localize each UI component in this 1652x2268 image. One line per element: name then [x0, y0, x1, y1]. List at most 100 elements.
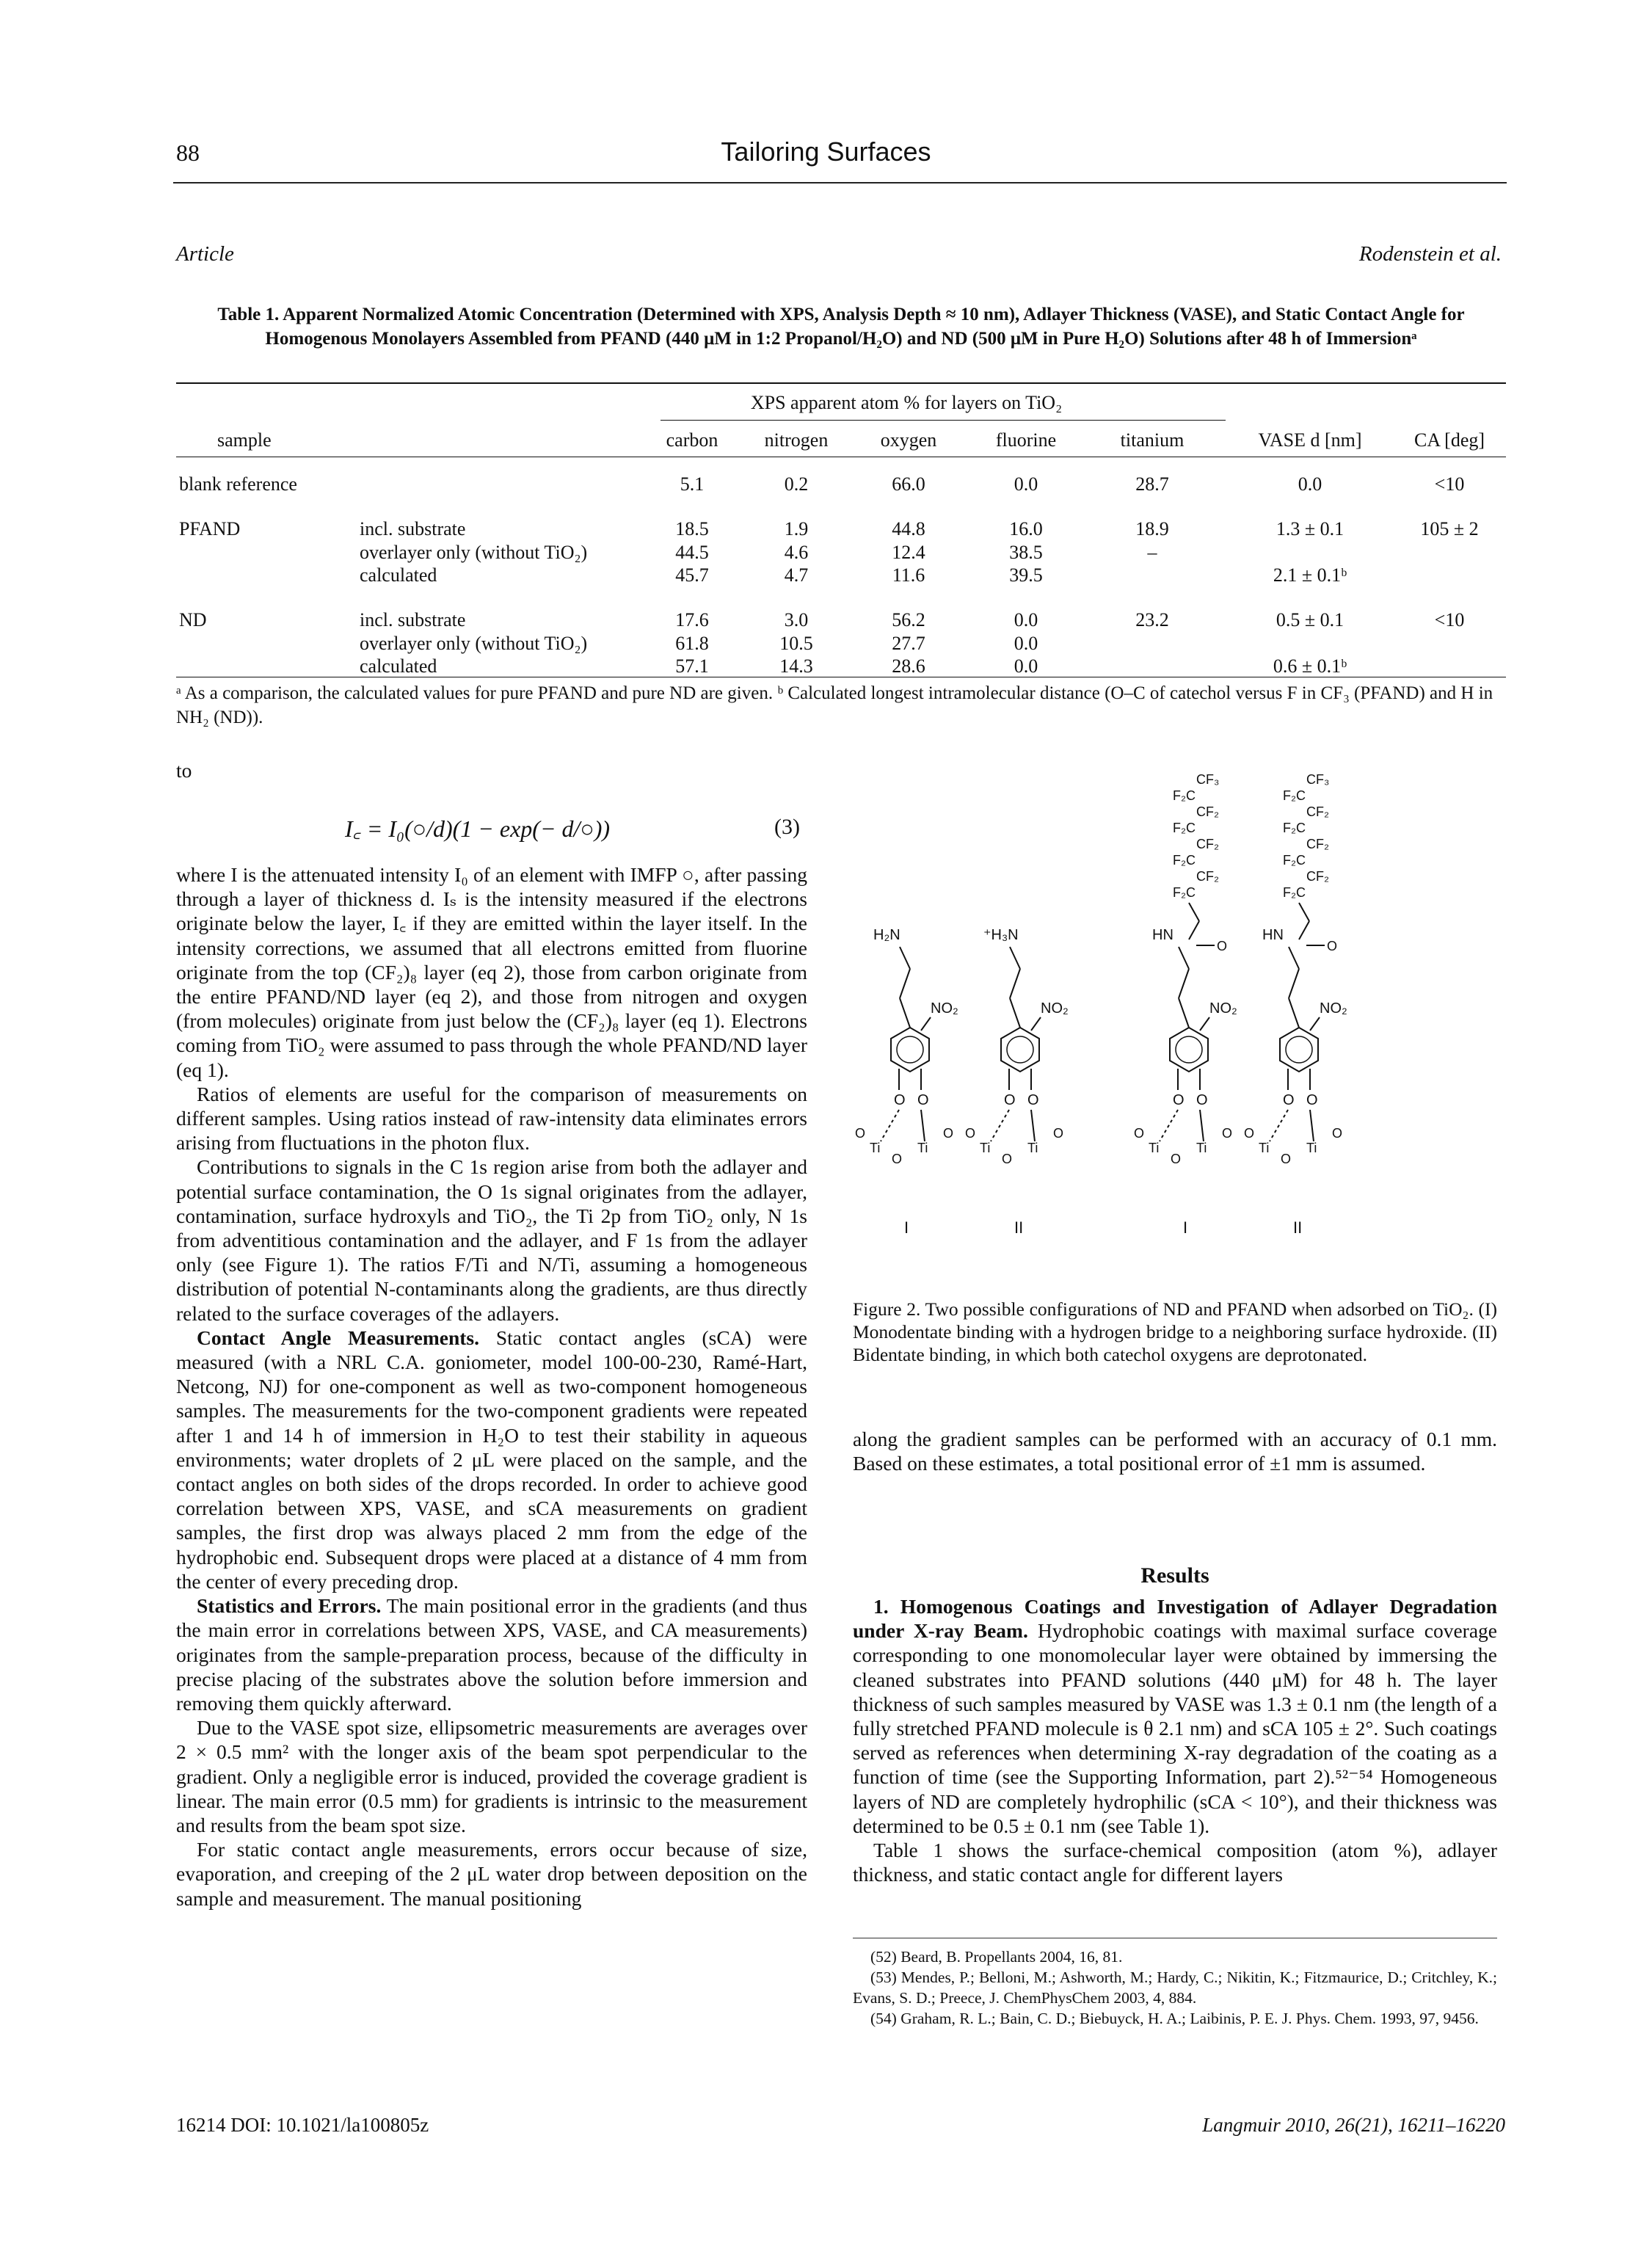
- fluorocarbon-label: CF₂: [1306, 837, 1329, 851]
- cell-oxygen: 44.8: [892, 518, 925, 539]
- paragraph: 1. Homogenous Coatings and Investigation…: [853, 1594, 1497, 1838]
- fluorocarbon-label: CF₂: [1306, 869, 1329, 884]
- equation-number: (3): [774, 815, 800, 839]
- bond-line: [1309, 1017, 1320, 1031]
- authors-label: Rodenstein et al.: [1358, 242, 1502, 266]
- cell-ca: <10: [1434, 609, 1465, 630]
- paragraph-text: Hydrophobic coatings with maximal surfac…: [853, 1619, 1497, 1837]
- bond-line: [899, 997, 911, 1028]
- cell-oxygen: 28.6: [892, 655, 925, 677]
- fluorocarbon-label: CF₂: [1196, 869, 1219, 884]
- oxygen-label: O: [1134, 1126, 1144, 1141]
- results-heading: Results: [1140, 1563, 1209, 1588]
- bond-line: [1030, 1017, 1041, 1031]
- reference: (52) Beard, B. Propellants 2004, 16, 81.: [870, 1948, 1123, 1966]
- amine-label: H₂N: [873, 927, 900, 943]
- bond-line: [1288, 997, 1300, 1028]
- col-header-vase: VASE d [nm]: [1258, 429, 1362, 451]
- left-column: where I is the attenuated intensity I₀ o…: [176, 862, 807, 1911]
- paragraph: along the gradient samples can be perfor…: [853, 1428, 1497, 1475]
- bond-line: [920, 1109, 925, 1142]
- col-header-oxygen: oxygen: [880, 429, 937, 451]
- cell-carbon: 18.5: [675, 518, 709, 539]
- bond-line: [1178, 946, 1190, 970]
- right-column-results: 1. Homogenous Coatings and Investigation…: [853, 1594, 1497, 1886]
- fluorocarbon-label: CF₂: [1196, 804, 1219, 819]
- cell-nitrogen: 4.7: [784, 564, 809, 586]
- bond-line: [1309, 1109, 1314, 1142]
- oxygen-label: O: [1171, 1152, 1181, 1166]
- nitro-label: NO₂: [1209, 1000, 1237, 1017]
- cell-fluorine: 0.0: [1014, 633, 1038, 654]
- paragraph: Table 1 shows the surface-chemical compo…: [853, 1839, 1497, 1886]
- configuration-label: I: [904, 1218, 909, 1237]
- bond-line: [1188, 902, 1200, 922]
- bond-line: [1030, 1109, 1036, 1142]
- table-spanner: XPS apparent atom % for layers on TiO₂: [750, 392, 1063, 413]
- right-column: along the gradient samples can be perfor…: [853, 1427, 1497, 1475]
- oxygen-label: O: [1283, 1092, 1295, 1108]
- article-label: Article: [176, 242, 234, 266]
- cell-nitrogen: 14.3: [779, 655, 813, 677]
- equation: I꜀ = I₀(○/d)(1 − exp(− d/○)): [345, 815, 611, 842]
- paragraph-text: The main positional error in the gradien…: [176, 1594, 807, 1715]
- aromatic-circle: [1006, 1036, 1034, 1064]
- oxygen-label: O: [943, 1126, 953, 1141]
- cell-subsample: overlayer only (without TiO₂): [360, 542, 588, 563]
- oxygen-label: O: [1053, 1126, 1063, 1141]
- nitro-label: NO₂: [1041, 1000, 1069, 1017]
- titanium-label: Ti: [1306, 1141, 1317, 1155]
- cell-nitrogen: 3.0: [784, 609, 809, 630]
- spanner-rule: [661, 420, 1226, 421]
- bond-line: [1178, 997, 1190, 1028]
- oxygen-label: O: [1196, 1092, 1208, 1108]
- fluorocarbon-label: F₂C: [1283, 788, 1306, 803]
- cell-oxygen: 27.7: [892, 633, 925, 654]
- titanium-label: Ti: [1196, 1141, 1207, 1155]
- reference: (54) Graham, R. L.; Bain, C. D.; Biebuyc…: [870, 2010, 1479, 2027]
- bond-line: [1009, 997, 1021, 1028]
- paragraph: where I is the attenuated intensity I₀ o…: [176, 863, 807, 1081]
- benzene-ring: [1169, 1026, 1209, 1073]
- bond-line: [1178, 968, 1190, 999]
- oxygen-label: O: [1173, 1092, 1185, 1108]
- col-header-fluorine: fluorine: [995, 429, 1057, 451]
- bond-line: [1009, 946, 1021, 970]
- table-footnote: ᵃ As a comparison, the calculated values…: [176, 683, 1493, 727]
- bond-line: [1288, 968, 1300, 999]
- bond-line: [990, 1109, 1010, 1142]
- bond-line: [880, 1109, 900, 1142]
- bond-line: [899, 968, 911, 999]
- cell-subsample: overlayer only (without TiO₂): [360, 633, 588, 654]
- benzene-ring: [1000, 1026, 1040, 1073]
- paragraph: Contributions to signals in the C 1s reg…: [176, 1155, 807, 1325]
- cell-sample: blank reference: [179, 473, 297, 495]
- section-heading: Statistics and Errors.: [197, 1594, 382, 1618]
- cell-carbon: 57.1: [675, 655, 709, 677]
- fluorocarbon-label: F₂C: [1173, 853, 1196, 868]
- cell-fluorine: 0.0: [1014, 609, 1038, 630]
- titanium-label: Ti: [1149, 1141, 1159, 1155]
- aromatic-circle: [1175, 1036, 1203, 1064]
- fluorocarbon-label: CF₂: [1196, 837, 1219, 851]
- figure-caption: Figure 2. Two possible configurations of…: [853, 1298, 1497, 1365]
- footer-doi: 16214 DOI: 10.1021/la100805z: [176, 2114, 429, 2136]
- cell-sample: PFAND: [179, 518, 241, 539]
- section-heading: 1. Homogenous Coatings and Investigation…: [853, 1595, 1497, 1643]
- bond-line: [1269, 1109, 1289, 1142]
- table-top-rule: [176, 382, 1506, 384]
- paragraph: Due to the VASE spot size, ellipsometric…: [176, 1716, 807, 1836]
- bond-line: [1199, 1017, 1210, 1031]
- oxygen-label: O: [1004, 1092, 1016, 1108]
- cell-titanium: 28.7: [1135, 473, 1169, 495]
- nitro-label: NO₂: [1320, 1000, 1347, 1017]
- paragraph: Contact Angle Measurements. Static conta…: [176, 1326, 807, 1593]
- oxygen-label: O: [917, 1092, 929, 1108]
- cell-vase: 0.0: [1298, 473, 1322, 495]
- amine-label: HN: [1152, 927, 1173, 943]
- carbonyl-oxygen-label: O: [1327, 939, 1337, 953]
- cell-subsample: incl. substrate: [360, 609, 466, 630]
- fluorocarbon-label: F₂C: [1283, 821, 1306, 835]
- cell-oxygen: 56.2: [892, 609, 925, 630]
